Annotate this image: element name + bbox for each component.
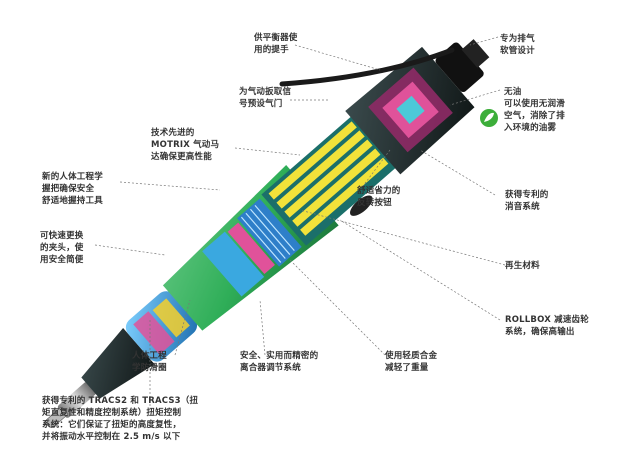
callout-rollbox-gear: ROLLBOX 减速齿轮 系统，确保高输出 [505, 315, 589, 337]
leader-lines [94, 36, 506, 410]
callout-quick-chuck: 可快速更换 的夹头，使 用安全简便 [40, 231, 84, 265]
balancer-handle [279, 47, 455, 87]
callout-ergonomic-ring: 人体工程 学防滑圈 [132, 351, 167, 373]
nose-cone [81, 327, 155, 399]
callout-oil-free: 无油 可以使用无润滑 空气，消除了排 入环境的油雾 [504, 87, 565, 133]
callout-light-alloy: 使用轻质合金 减轻了重量 [385, 351, 438, 373]
callout-torque-adjust: 安全、实用而精密的 离合器调节系统 [240, 351, 319, 373]
callout-motrix-motor: 技术先进的 MOTRIX 气动马 达确保更高性能 [151, 128, 220, 162]
callout-balanced-handle: 供平衡器使 用的提手 [254, 33, 298, 55]
callout-ergonomic-grip: 新的人体工程学 握把确保安全 舒适地握持工具 [42, 172, 103, 206]
callout-air-intake: 为气动扳取信 号预设气门 [239, 87, 292, 109]
tool-body [45, 39, 490, 429]
callout-reverse-button: 舒适省力的 反转按钮 [357, 186, 401, 208]
callout-tracs: 获得专利的 TRACS2 和 TRACS3（扭 矩直复性和精度控制系统）扭矩控制… [42, 396, 199, 442]
callout-patented-silencer: 获得专利的 消音系统 [505, 190, 549, 212]
callout-exhaust-hose: 专为排气 软管设计 [500, 34, 535, 56]
bit-holder [57, 381, 97, 418]
recycle-leaf-icon [480, 109, 498, 127]
callout-recycled-material: 再生材料 [505, 261, 540, 271]
